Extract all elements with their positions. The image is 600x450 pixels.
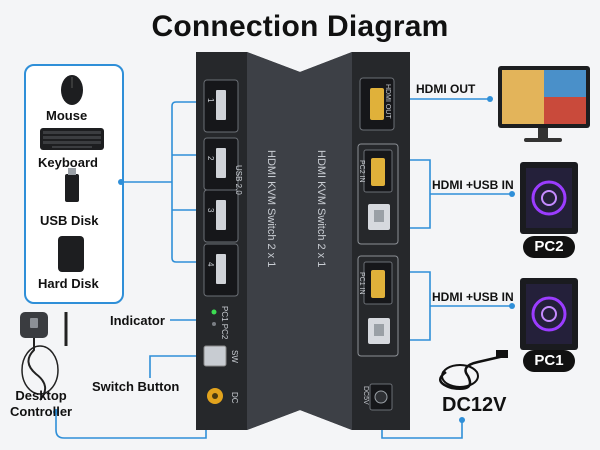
power-adapter-icon <box>439 350 508 390</box>
dc-text: DC <box>230 392 239 404</box>
sw-text: SW <box>230 350 239 363</box>
hard-disk-label: Hard Disk <box>38 276 99 291</box>
pc1-badge: PC1 <box>523 350 575 372</box>
kvm-back-view <box>300 52 410 430</box>
desktop-controller-icon <box>20 312 68 401</box>
page-title: Connection Diagram <box>151 10 449 43</box>
port-number-4: 4 <box>206 262 215 267</box>
pc1-tower-icon <box>520 278 578 350</box>
monitor-icon <box>498 66 590 142</box>
mouse-icon <box>61 75 83 105</box>
usb-port-label: USB 2.0 <box>234 165 243 195</box>
usb-disk-label: USB Disk <box>40 213 99 228</box>
hard-disk-icon <box>58 236 84 272</box>
indicator-label: Indicator <box>110 313 165 328</box>
pc2-hdmi-usb-label: HDMI +USB IN <box>432 178 514 192</box>
port-number-1: 1 <box>206 98 215 103</box>
desktop-controller-label: Desktop Controller <box>10 388 73 419</box>
kvm-front-view <box>196 52 300 430</box>
keyboard-label: Keyboard <box>38 155 98 170</box>
pc2-tower-icon <box>520 162 578 234</box>
pc1-in-text: PC1 IN <box>358 272 365 295</box>
dc12v-label: DC12V <box>442 394 507 416</box>
hdmi-out-port-text: HDMI OUT <box>384 84 391 119</box>
hdmi-out-label: HDMI OUT <box>416 82 476 96</box>
usb-disk-icon <box>65 168 79 202</box>
mouse-label: Mouse <box>46 108 88 123</box>
port-number-2: 2 <box>206 156 215 161</box>
front-model-text: HDMI KVM Switch 2 x 1 <box>265 150 277 267</box>
pc-indicator-text: PC1 PC2 <box>220 306 229 340</box>
switch-button-label: Switch Button <box>92 379 180 394</box>
keyboard-icon <box>40 128 104 150</box>
dc5v-text: DC5V <box>362 386 369 405</box>
port-number-3: 3 <box>206 208 215 213</box>
pc2-in-text: PC2 IN <box>358 160 365 183</box>
pc2-badge: PC2 <box>523 236 575 258</box>
back-model-text: HDMI KVM Switch 2 x 1 <box>315 150 327 267</box>
pc1-hdmi-usb-label: HDMI +USB IN <box>432 290 514 304</box>
